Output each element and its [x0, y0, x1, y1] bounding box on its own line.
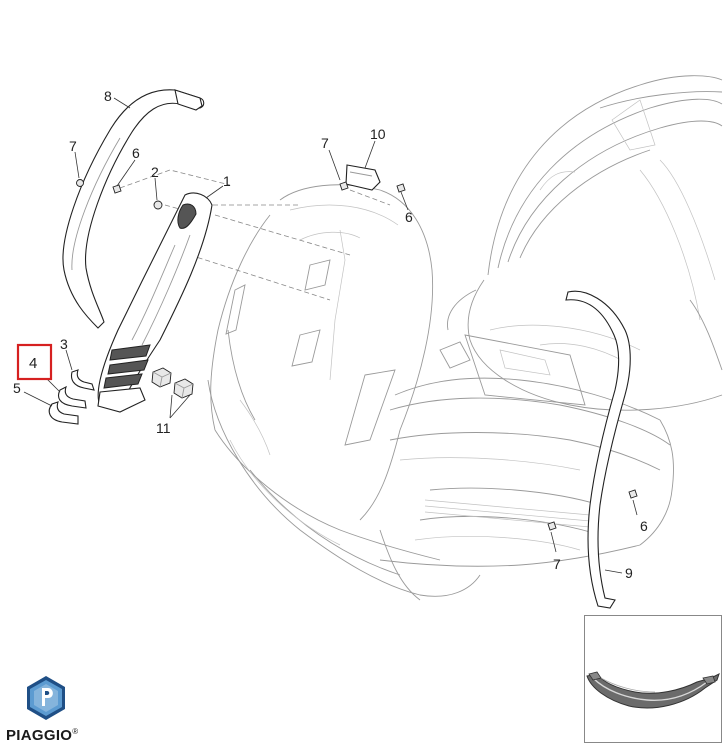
- part-10-bracket: [345, 164, 381, 191]
- highlight-box: [16, 343, 53, 381]
- screw-6b: [396, 183, 406, 193]
- callout-4: 4: [29, 355, 37, 372]
- callout-7b: 7: [321, 135, 329, 151]
- callout-7c: 7: [553, 556, 561, 572]
- callout-3: 3: [60, 336, 68, 352]
- screw-6c: [628, 489, 638, 499]
- callout-9: 9: [625, 565, 633, 581]
- part-detail-inset: [584, 615, 722, 743]
- part-8-shield-trim: [62, 89, 205, 329]
- callout-7a: 7: [69, 138, 77, 154]
- brand-wordmark: PIAGGIO®: [6, 727, 78, 744]
- part-11-rubber-blocks: [151, 367, 194, 399]
- callout-2: 2: [151, 164, 159, 180]
- front-legshield: [207, 184, 481, 601]
- clip-7a: [76, 179, 84, 187]
- callout-10: 10: [370, 126, 386, 142]
- callout-6b: 6: [405, 209, 413, 225]
- callout-1: 1: [223, 173, 231, 189]
- part-1-horn-cover: [97, 192, 213, 413]
- callout-leaders: [23, 97, 638, 574]
- parts-3-4-5-trims: [48, 369, 95, 425]
- screw-2: [153, 200, 163, 210]
- scooter-body-outline: [379, 75, 723, 567]
- highlighted-callout-4[interactable]: 4: [16, 343, 53, 381]
- piaggio-logo-icon: [27, 676, 65, 720]
- brand-name-text: PIAGGIO: [6, 727, 73, 744]
- callout-labels: 8 7 6 2 1 3 5 11 7 10 6 6 7 9: [13, 88, 648, 581]
- part-9-side-trim: [565, 290, 631, 609]
- fastener-hardware: [76, 179, 638, 531]
- trim-part-closeup: [586, 671, 720, 709]
- callout-11: 11: [156, 420, 171, 436]
- assembly-dashed-lines: [119, 169, 391, 301]
- registered-mark: ®: [72, 727, 79, 736]
- screw-6a: [112, 184, 122, 194]
- clip-7b: [339, 181, 349, 191]
- callout-5: 5: [13, 380, 21, 396]
- callout-6a: 6: [132, 145, 140, 161]
- callout-6c: 6: [640, 518, 648, 534]
- callout-8: 8: [104, 88, 112, 104]
- clip-7c: [547, 521, 557, 531]
